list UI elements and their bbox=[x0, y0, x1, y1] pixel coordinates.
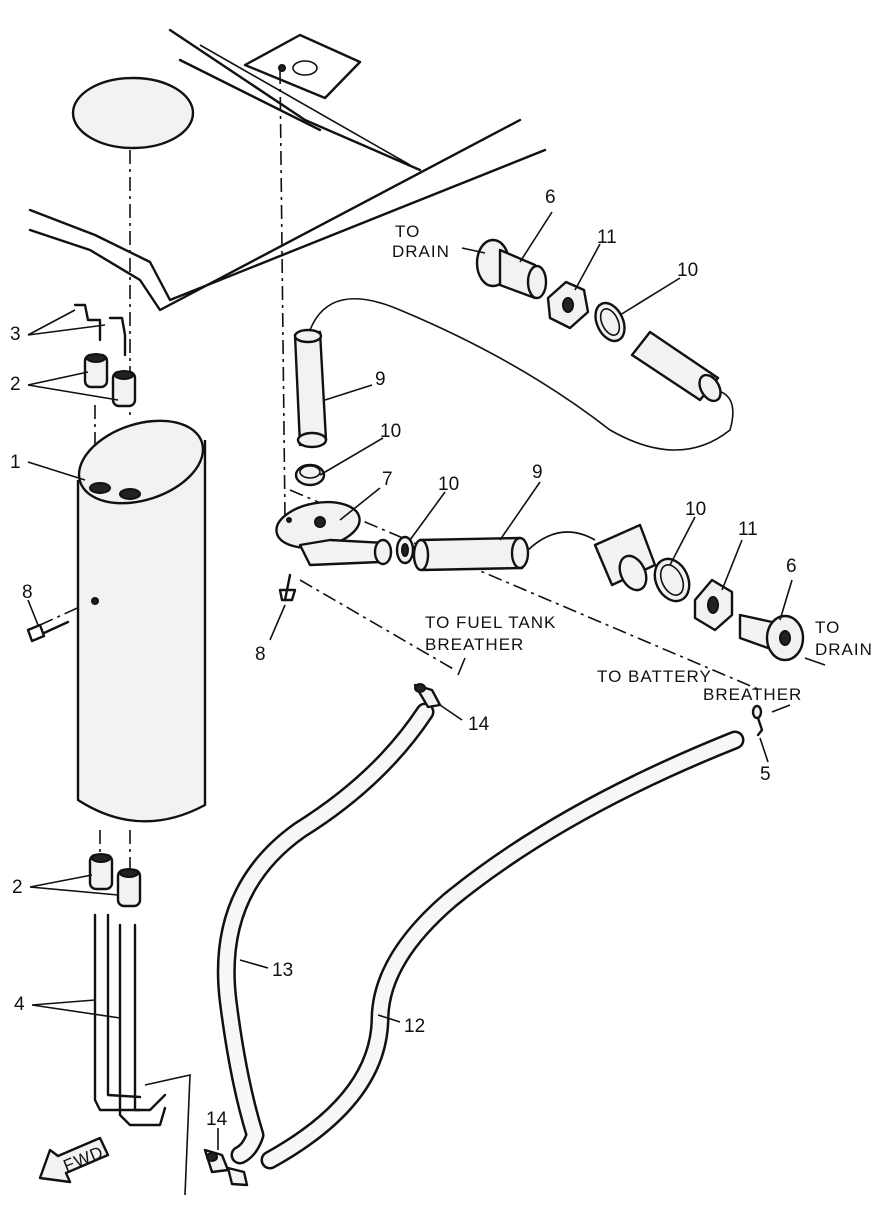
hull-opening bbox=[71, 76, 195, 150]
callout-14-upper: 14 bbox=[468, 714, 490, 735]
drain-assembly-lower bbox=[593, 523, 805, 662]
clamp-middle bbox=[395, 535, 415, 565]
screws bbox=[26, 573, 297, 643]
drain-assembly-upper bbox=[475, 238, 722, 403]
callout-9-lower: 9 bbox=[532, 462, 543, 483]
routing-notes: TO DRAIN TO DRAIN TO FUEL TANK BREATHER … bbox=[392, 222, 873, 704]
long-hoses bbox=[216, 702, 745, 1170]
battery-fitting bbox=[751, 704, 764, 737]
clamp-vertical bbox=[294, 463, 326, 487]
callout-10-upper: 10 bbox=[677, 260, 698, 281]
callout-13: 13 bbox=[272, 960, 293, 981]
elbow-fittings bbox=[73, 303, 127, 357]
note-fuel-tank-line1: TO FUEL TANK bbox=[425, 613, 556, 632]
callout-10-lower: 10 bbox=[685, 499, 706, 520]
callout-2-upper: 2 bbox=[10, 374, 21, 395]
callout-4: 4 bbox=[14, 994, 25, 1015]
callout-12: 12 bbox=[404, 1016, 425, 1037]
callout-2-lower: 2 bbox=[12, 877, 23, 898]
callout-1: 1 bbox=[10, 452, 21, 473]
callout-10-middle: 10 bbox=[438, 474, 459, 495]
note-to-drain-right-line1: TO bbox=[815, 618, 840, 637]
drain-pipes bbox=[93, 913, 191, 1196]
callout-11-upper: 11 bbox=[597, 227, 617, 248]
bushings-upper bbox=[83, 353, 137, 408]
hose-piece-horizontal bbox=[412, 531, 596, 572]
bushings-lower bbox=[88, 853, 142, 908]
hull-deck bbox=[28, 28, 547, 312]
callout-6-upper: 6 bbox=[545, 187, 556, 208]
note-to-drain-top-line1: TO bbox=[395, 222, 420, 241]
mounting-plate bbox=[275, 500, 393, 567]
note-fuel-tank-line2: BREATHER bbox=[425, 635, 524, 654]
callout-5: 5 bbox=[760, 764, 771, 785]
canister-cylinder bbox=[76, 419, 207, 823]
callout-6-lower: 6 bbox=[786, 556, 797, 577]
fwd-arrow: FWD bbox=[38, 1136, 110, 1184]
callout-14-lower: 14 bbox=[206, 1109, 228, 1130]
note-to-drain-right-line2: DRAIN bbox=[815, 640, 873, 659]
note-to-drain-top-line2: DRAIN bbox=[392, 242, 450, 261]
callout-10-vertical: 10 bbox=[380, 421, 401, 442]
callout-11-lower: 11 bbox=[738, 519, 758, 540]
callout-numbers: 3 2 1 8 2 4 6 11 10 9 10 7 10 9 10 11 6 … bbox=[10, 187, 797, 1130]
note-battery-line2: BREATHER bbox=[703, 685, 802, 704]
note-battery-line1: TO BATTERY bbox=[597, 667, 712, 686]
callout-8-right: 8 bbox=[255, 644, 266, 665]
callout-9-upper: 9 bbox=[375, 369, 386, 390]
leader-lines bbox=[27, 211, 826, 1150]
callout-8-left: 8 bbox=[22, 582, 33, 603]
hose-clips bbox=[203, 683, 442, 1187]
callout-3: 3 bbox=[10, 324, 21, 345]
hose-piece-vertical bbox=[293, 297, 734, 451]
callout-7: 7 bbox=[382, 469, 393, 490]
